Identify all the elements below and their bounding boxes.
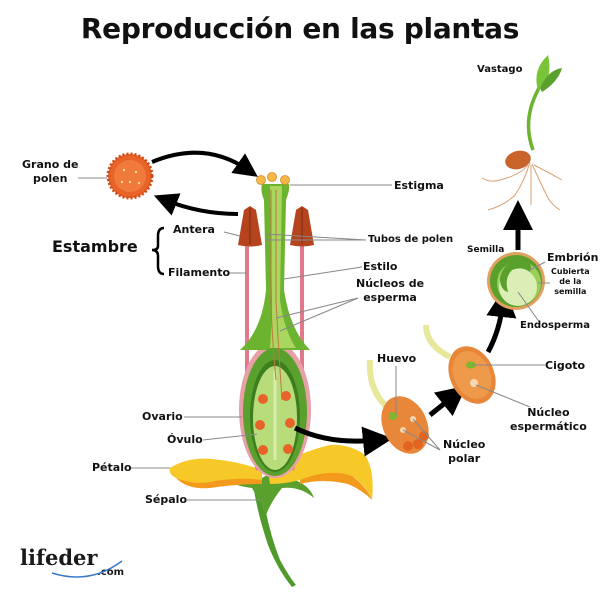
ovules: [255, 391, 295, 455]
petal-left: [169, 458, 262, 489]
label-filamento: Filamento: [168, 266, 231, 279]
seed: [487, 252, 545, 310]
leader-lines: [78, 177, 550, 501]
flower-stem: [254, 490, 296, 587]
label-estambre: Estambre: [52, 237, 138, 256]
arrow-ovule-to-fertilization: [293, 425, 393, 457]
label-nucleo-polar-line2: polar: [448, 452, 481, 465]
label-vastago: Vastago: [477, 64, 523, 75]
label-semilla: Semilla: [467, 245, 505, 255]
label-cubierta-line1: Cubierta: [551, 267, 590, 276]
label-ovario: Ovario: [142, 410, 183, 423]
label-nucleo-esp-line2: espermático: [510, 420, 587, 433]
label-cubierta-de-la-semilla: Cubierta de la semilla: [551, 267, 590, 297]
label-nucleo-espermatico: Núcleo espermático: [510, 406, 587, 434]
arrow-anther-to-pollen: [153, 193, 239, 216]
label-estilo: Estilo: [363, 260, 398, 273]
label-grano-de-polen-line1: Grano de: [22, 158, 79, 171]
label-endosperma: Endosperma: [520, 320, 590, 331]
label-nucleos-de-esperma: Núcleos de esperma: [356, 277, 424, 305]
stamen-bracket: [151, 226, 165, 276]
label-estigma: Estigma: [394, 179, 444, 192]
label-ovulo: Óvulo: [167, 433, 203, 446]
arrow-zygote-to-seed: [485, 287, 517, 354]
label-cubierta-line3: semilla: [554, 287, 587, 296]
label-grano-de-polen-line2: polen: [32, 172, 68, 185]
label-embrion: Embrión: [547, 251, 599, 264]
arrow-fertilization-to-zygote: [428, 385, 467, 417]
seedling: [481, 55, 563, 211]
label-grano-de-polen: Grano de polen: [22, 158, 78, 186]
label-antera: Antera: [173, 223, 215, 236]
label-nucleos-line1: Núcleos de: [356, 277, 425, 290]
lifeder-logo: lifeder .com: [20, 545, 124, 578]
label-tubos-de-polen: Tubos de polen: [368, 234, 454, 245]
arrow-pollen-to-stigma: [151, 150, 258, 177]
sepal: [232, 474, 314, 515]
stigma: [256, 172, 290, 185]
label-huevo: Huevo: [377, 352, 417, 365]
logo-swoosh-icon: [51, 560, 123, 578]
pollen-tubes: [270, 190, 283, 401]
logo-name: lifeder: [20, 545, 98, 570]
label-nucleo-polar: Núcleo polar: [443, 438, 485, 466]
logo-suffix: .com: [97, 567, 125, 578]
label-sepalo: Sépalo: [145, 493, 188, 506]
label-cubierta-line2: de la: [559, 277, 582, 286]
anther-left: [238, 206, 262, 247]
diagram-title: Reproducción en las plantas: [80, 12, 520, 45]
label-nucleo-esp-line1: Núcleo: [527, 406, 570, 419]
label-nucleos-line2: esperma: [363, 291, 417, 304]
fertilization-stage-egg: [366, 359, 429, 454]
pollen-grain: [106, 152, 154, 200]
label-nucleo-polar-line1: Núcleo: [443, 438, 486, 451]
label-petalo: Pétalo: [92, 461, 132, 474]
label-cigoto: Cigoto: [545, 359, 586, 372]
